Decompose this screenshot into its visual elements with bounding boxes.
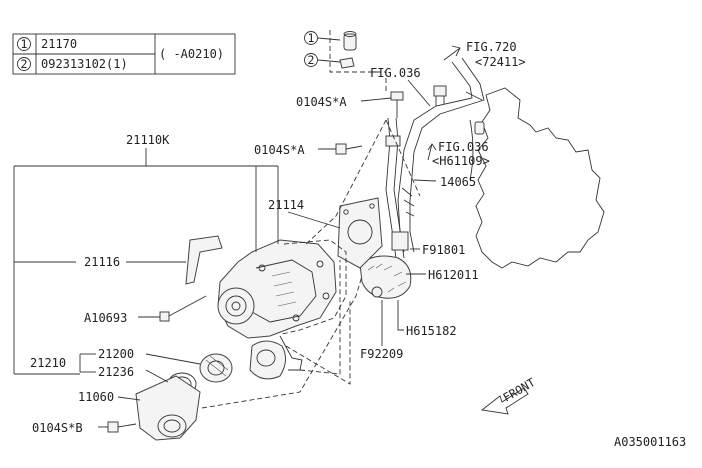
stud-a10693-label[interactable]: A10693 [84,311,127,325]
fig036-mid-ref-code: <H61109> [432,154,490,168]
hose-14065-label[interactable]: 14065 [440,175,476,189]
bolt-0104s-a-top [390,91,404,118]
fig720-link[interactable]: FIG.720 [466,40,517,54]
front-arrow-icon [480,387,529,415]
callout-2-number: 2 [308,53,315,67]
legend-applicability-note: ( -A0210) [159,47,224,61]
leader-lines [79,30,437,428]
engine-block-outline [475,87,605,269]
group-21110k-label[interactable]: 21110K [126,133,170,147]
callout-1-marker [304,31,318,45]
clamp-h612011-label[interactable]: H612011 [428,268,479,282]
clip-f92209-label[interactable]: F92209 [360,347,403,361]
stud-a10693 [159,295,207,322]
legend-item-2-part[interactable]: 092313102(1) [41,57,128,71]
arrow-fig720 [443,45,461,61]
bracket-21116-label[interactable]: 21116 [84,255,120,269]
fig036-top-link[interactable]: FIG.036 [370,66,421,80]
thermostat-21210-label[interactable]: 21210 [30,356,66,370]
thermostat-21200 [199,353,233,383]
outlet-cover-11060 [135,375,201,441]
arrow-fig036-mid [427,143,437,161]
bracket-21116 [185,235,223,285]
bolt-0104s-a-mid-label[interactable]: 0104S*A [254,143,305,157]
thermostat-housing [249,340,286,380]
legend-item-2-number: 2 [21,57,28,71]
engine-edge-line [469,119,474,181]
callout-2-marker [304,53,318,67]
legend-item-1-part[interactable]: 21170 [41,37,77,51]
diagram-id: A035001163 [614,435,686,449]
bypass-hose [359,231,412,299]
cover-11060-label[interactable]: 11060 [78,390,114,404]
part-21170-icon [343,31,357,51]
pipe-plug [474,121,485,135]
pipe-f91801-label[interactable]: F91801 [422,243,465,257]
bolt-0104s-b [107,421,137,433]
group-21110k-bracket [13,148,279,375]
fig036-mid-link[interactable]: FIG.036 [438,140,489,154]
part-092313102-icon [339,57,355,69]
water-pipe [385,57,485,259]
clamp-h615182-label[interactable]: H615182 [406,324,457,338]
fig720-ref-code: <72411> [475,55,526,69]
bolt-0104s-b-label[interactable]: 0104S*B [32,421,83,435]
gasket-21236-label[interactable]: 21236 [98,365,134,379]
clamp-h615182 [371,286,383,298]
legend-item-1-number: 1 [21,37,28,51]
legend-item-2-marker [17,57,31,71]
bolt-0104s-a-mid [335,143,363,155]
bolt-0104s-a-top-label[interactable]: 0104S*A [296,95,347,109]
thermostat-21200-label[interactable]: 21200 [98,347,134,361]
pump-gasket-outline [281,239,347,335]
gasket-21114-label[interactable]: 21114 [268,198,304,212]
pipe-f91801 [391,231,409,251]
water-pump [217,239,337,371]
callout-1-number: 1 [308,31,315,45]
gasket-21114 [337,197,383,269]
legend-item-1-marker [17,37,31,51]
legend-table: 1 2 21170 092313102(1) ( -A0210) [12,33,236,75]
